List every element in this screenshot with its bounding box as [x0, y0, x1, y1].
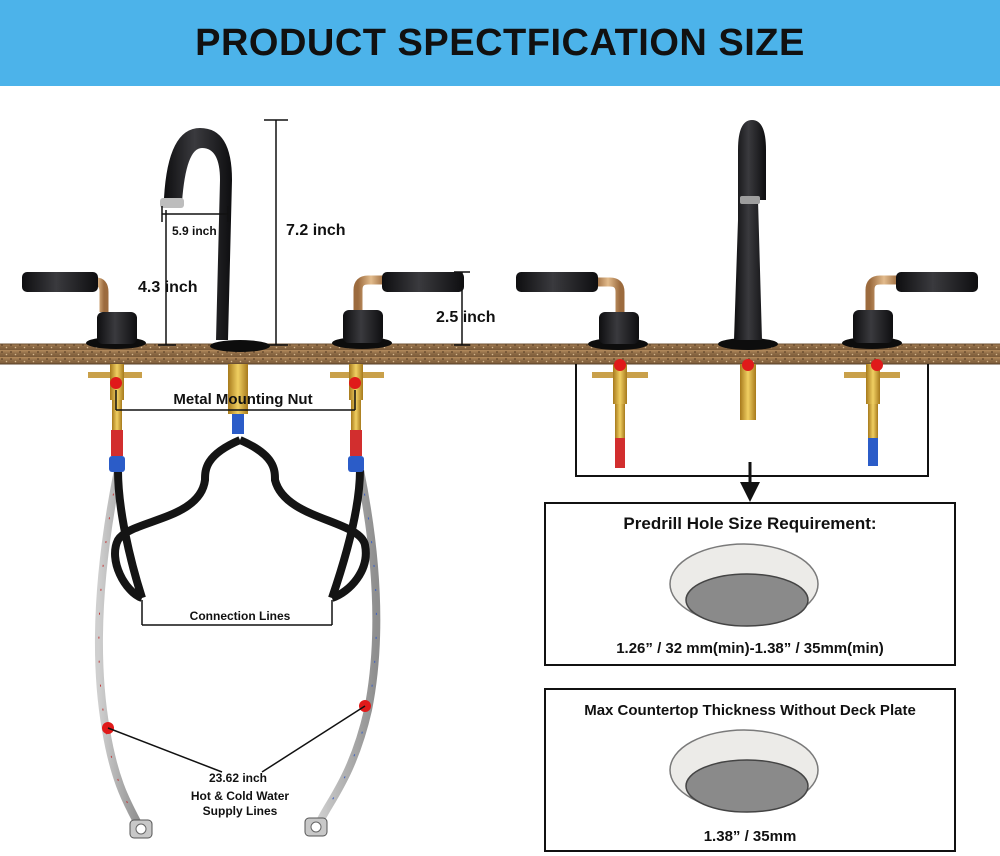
label-connection-lines: Connection Lines: [190, 609, 291, 623]
faucet-spout-icon: [718, 120, 778, 350]
lever-handle-icon: [332, 272, 464, 349]
predrill-heading: Predrill Hole Size Requirement:: [623, 514, 877, 533]
down-arrow-icon: [740, 462, 760, 502]
label-hose-length: 23.62 inch: [209, 771, 267, 785]
bracket-outline: [575, 364, 929, 477]
label-mounting-nut: Metal Mounting Nut: [173, 391, 312, 408]
label-supply-line-2: Supply Lines: [203, 804, 278, 818]
dim-handle-height: 2.5 inch: [436, 309, 496, 326]
page-title: PRODUCT SPECTFICATION SIZE: [195, 22, 805, 64]
thickness-heading: Max Countertop Thickness Without Deck Pl…: [584, 702, 916, 719]
thickness-value: 1.38” / 35mm: [703, 828, 797, 845]
supply-hose-icon: [94, 469, 381, 839]
mounting-nut-icon: [592, 364, 900, 468]
lever-handle-icon: [22, 272, 146, 349]
dim-spout-reach: 5.9 inch: [172, 224, 217, 238]
mounting-nut-icon: [88, 364, 384, 472]
label-supply-line-1: Hot & Cold Water: [191, 789, 290, 803]
lever-handle-icon: [516, 272, 648, 350]
predrill-value: 1.26” / 32 mm(min)-1.38” / 35mm(min): [616, 640, 884, 657]
predrill-box: Predrill Hole Size Requirement: 1.26” / …: [544, 502, 956, 666]
hole-diagram-icon: [669, 729, 819, 813]
faucet-spout-icon: [160, 128, 270, 352]
dim-total-height: 7.2 inch: [286, 222, 346, 239]
connection-lines: [111, 436, 370, 602]
hole-diagram-icon: [669, 543, 819, 627]
title-banner: [0, 0, 1000, 86]
thickness-box: Max Countertop Thickness Without Deck Pl…: [544, 688, 956, 852]
dim-spout-height: 4.3 inch: [138, 279, 198, 296]
lever-handle-icon: [842, 272, 978, 349]
dimension-lines: [107, 119, 470, 773]
